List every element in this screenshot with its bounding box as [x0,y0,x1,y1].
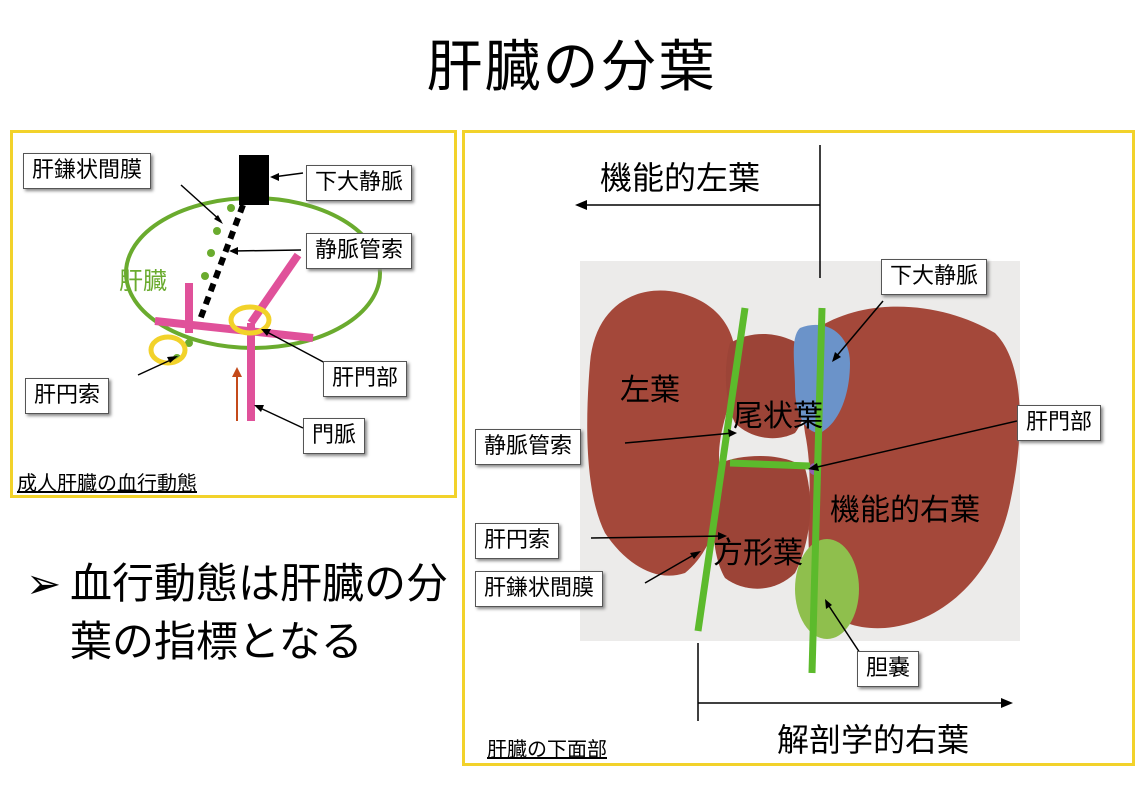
blood-flow-diagram-panel: 肝鎌状間膜 下大静脈 静脈管索 肝臓 肝門部 肝円索 門脈 成人肝臓の血行動態 [10,130,457,498]
label-falciform-ligament: 肝鎌状間膜 [23,153,152,189]
leader-gallbladder [826,602,861,654]
leader-hilum [812,420,1018,469]
label-ductus-venosus: 静脈管索 [306,233,413,269]
leader-falciform [180,184,222,222]
leader-falciform [644,552,698,584]
flow-arrow-head [232,367,242,377]
liver-quadrate-shape [713,456,811,589]
bullet-arrow-icon: ➢ [26,559,62,608]
label-round-ligament: 肝円索 [475,523,560,559]
falciform-dot [213,227,221,235]
label-caudate-lobe: 尾状葉 [733,399,823,434]
label-functional-right-lobe: 機能的右葉 [830,493,980,528]
liver-left-lobe-shape [587,290,736,576]
gallbladder-shape [795,539,859,639]
page-title: 肝臓の分葉 [426,35,717,100]
leader-hilum [264,330,330,366]
falciform-dot [227,204,235,212]
label-ductus-venosus: 静脈管索 [475,429,582,465]
round-ligament-dot [185,339,193,347]
label-left-lobe: 左葉 [620,373,680,408]
liver-underside-diagram [575,145,1020,721]
blood-flow-diagram [124,155,382,429]
label-functional-left-lobe: 機能的左葉 [600,159,761,197]
right-panel-caption: 肝臓の下面部 [487,737,607,761]
ductus-venosus-line [195,203,246,327]
hilum-transverse-line [729,459,811,470]
falciform-dot [207,249,215,257]
label-hepatic-hilum: 肝門部 [323,361,408,397]
round-ligament-ring [148,334,188,366]
label-inferior-vena-cava: 下大静脈 [306,165,413,201]
liver-right-lobe-shape [800,306,1020,629]
functional-division-line [808,307,826,674]
label-inferior-vena-cava: 下大静脈 [881,259,988,295]
label-portal-vein: 門脈 [303,418,366,454]
label-falciform-ligament: 肝鎌状間膜 [475,571,604,607]
hilum-ring [228,304,272,336]
liver-caudate-shape [725,333,811,439]
left-panel-caption: 成人肝臓の血行動態 [17,471,197,495]
leader-round-ligament [137,357,176,376]
anatomical-division-line [694,307,749,632]
label-gallbladder: 胆嚢 [857,651,920,687]
label-anatomical-right-lobe: 解剖学的右葉 [777,721,970,759]
leader-round-ligament [590,535,724,539]
leader-ductus [232,249,302,252]
leader-ductus [624,432,734,444]
liver-underside-panel: 機能的左葉 下大静脈 左葉 尾状葉 肝門部 静脈管索 機能的右葉 肝円索 方形葉… [462,130,1135,766]
label-hepatic-hilum: 肝門部 [1017,405,1102,441]
label-round-ligament: 肝円索 [25,378,110,414]
ivc-block [239,155,269,205]
label-quadrate-lobe: 方形葉 [713,536,803,571]
portal-vein-right-branch [247,252,302,326]
bullet-text: 血行動態は肝臓の分葉の指標となる [70,559,449,666]
leader-ivc [834,300,884,359]
falciform-dot [201,272,209,280]
leader-portal [257,406,304,429]
label-liver: 肝臓 [119,267,167,295]
